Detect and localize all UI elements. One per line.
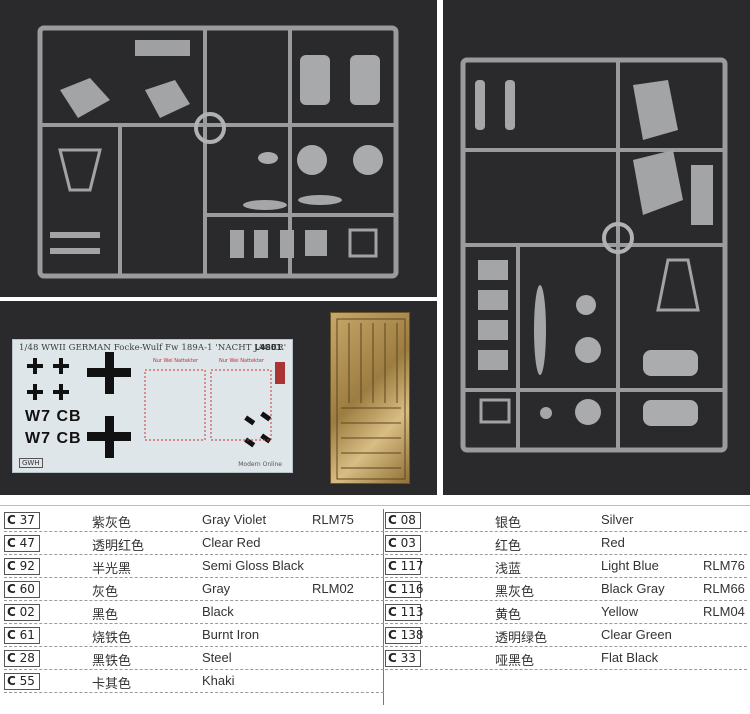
color-row: C 37 紫灰色 Gray Violet RLM75 (4, 509, 384, 532)
color-name-en: Burnt Iron (202, 627, 260, 642)
color-code: C 28 (4, 650, 40, 667)
color-row: C 55 卡其色 Khaki (4, 670, 384, 693)
decal-code: L4801 (254, 343, 282, 352)
color-row: C 03 红色 Red (385, 532, 747, 555)
sprue-1-drawing (37, 25, 399, 279)
sprue-photo-2 (443, 0, 750, 495)
color-code: C 37 (4, 512, 40, 529)
decal-markings (27, 352, 285, 458)
color-code: C 116 (385, 581, 424, 598)
color-row: C 138 透明绿色 Clear Green (385, 624, 747, 647)
color-name-en: Black Gray (601, 581, 665, 596)
color-name-cn: 卡其色 (92, 677, 132, 692)
photo-etch-pattern (336, 318, 406, 480)
decal-title: 1/48 WWII GERMAN Focke-Wulf Fw 189A-1 'N… (19, 343, 287, 353)
decal-red-label-2: Nur Wei Nattekter (219, 358, 265, 364)
color-row: C 61 烧铁色 Burnt Iron (4, 624, 384, 647)
color-code: C 08 (385, 512, 421, 529)
fuselage-code-bottom: W7 CB (25, 430, 82, 447)
color-name-cn: 半光黑 (92, 562, 132, 577)
color-name-en: Flat Black (601, 650, 659, 665)
color-name-en: Yellow (601, 604, 639, 619)
sprue-photo-1 (0, 0, 437, 297)
rlm-code: RLM75 (312, 512, 354, 527)
color-row: C 02 黑色 Black (4, 601, 384, 624)
color-name-cn: 黑色 (92, 608, 119, 623)
color-row: C 92 半光黑 Semi Gloss Black (4, 555, 384, 578)
color-row: C 47 透明红色 Clear Red (4, 532, 384, 555)
color-code: C 60 (4, 581, 40, 598)
brand-logo: GWH (19, 458, 43, 468)
color-name-en: Khaki (202, 673, 235, 688)
color-table-left: C 37 紫灰色 Gray Violet RLM75 C 47 透明红色 Cle… (4, 509, 384, 705)
color-row: C 33 哑黑色 Flat Black (385, 647, 747, 670)
color-name-en: Clear Red (202, 535, 261, 550)
color-row: C 113 黄色 Yellow RLM04 (385, 601, 747, 624)
color-row: C 28 黑铁色 Steel (4, 647, 384, 670)
color-name-en: Steel (202, 650, 232, 665)
color-name-en: Red (601, 535, 625, 550)
color-code: C 03 (385, 535, 421, 552)
color-name-en: Semi Gloss Black (202, 558, 304, 573)
decal-red-label-1: Nur Wei Nattekter (153, 358, 199, 364)
color-name-cn: 黑灰色 (495, 585, 535, 600)
color-table-right: C 08 银色 Silver C 03 红色 Red C 117 浅蓝 Ligh… (385, 509, 747, 705)
color-name-cn: 浅蓝 (495, 562, 522, 577)
color-code: C 47 (4, 535, 40, 552)
color-name-cn: 透明绿色 (495, 631, 548, 646)
color-code: C 02 (4, 604, 40, 621)
color-row: C 117 浅蓝 Light Blue RLM76 (385, 555, 747, 578)
color-name-en: Silver (601, 512, 634, 527)
color-code: C 138 (385, 627, 424, 644)
color-name-cn: 透明红色 (92, 539, 145, 554)
fuselage-code-top: W7 CB (25, 408, 82, 425)
color-code: C 55 (4, 673, 40, 690)
sprue-2-drawing (460, 57, 728, 453)
color-code: C 61 (4, 627, 40, 644)
color-name-cn: 黑铁色 (92, 654, 132, 669)
color-name-cn: 黄色 (495, 608, 522, 623)
color-row: C 116 黑灰色 Black Gray RLM66 (385, 578, 747, 601)
color-name-cn: 银色 (495, 516, 522, 531)
decal-sheet: 1/48 WWII GERMAN Focke-Wulf Fw 189A-1 'N… (12, 339, 293, 473)
photo-etch-sheet (330, 312, 410, 484)
color-name-cn: 紫灰色 (92, 516, 132, 531)
color-name-en: Gray (202, 581, 231, 596)
rlm-code: RLM66 (703, 581, 745, 596)
color-code: C 33 (385, 650, 421, 667)
color-name-cn: 红色 (495, 539, 522, 554)
color-row: C 08 银色 Silver (385, 509, 747, 532)
color-name-cn: 哑黑色 (495, 654, 535, 669)
decal-note: Modern Online (238, 461, 282, 468)
color-name-en: Light Blue (601, 558, 659, 573)
divider (0, 505, 750, 506)
color-name-cn: 烧铁色 (92, 631, 132, 646)
color-name-en: Gray Violet (202, 512, 267, 527)
rlm-code: RLM76 (703, 558, 745, 573)
rlm-code: RLM02 (312, 581, 354, 596)
color-code: C 92 (4, 558, 40, 575)
color-row: C 60 灰色 Gray RLM02 (4, 578, 384, 601)
rlm-code: RLM04 (703, 604, 745, 619)
color-code: C 117 (385, 558, 424, 575)
color-code: C 113 (385, 604, 424, 621)
color-name-cn: 灰色 (92, 585, 119, 600)
color-name-en: Black (202, 604, 234, 619)
color-name-en: Clear Green (601, 627, 672, 642)
